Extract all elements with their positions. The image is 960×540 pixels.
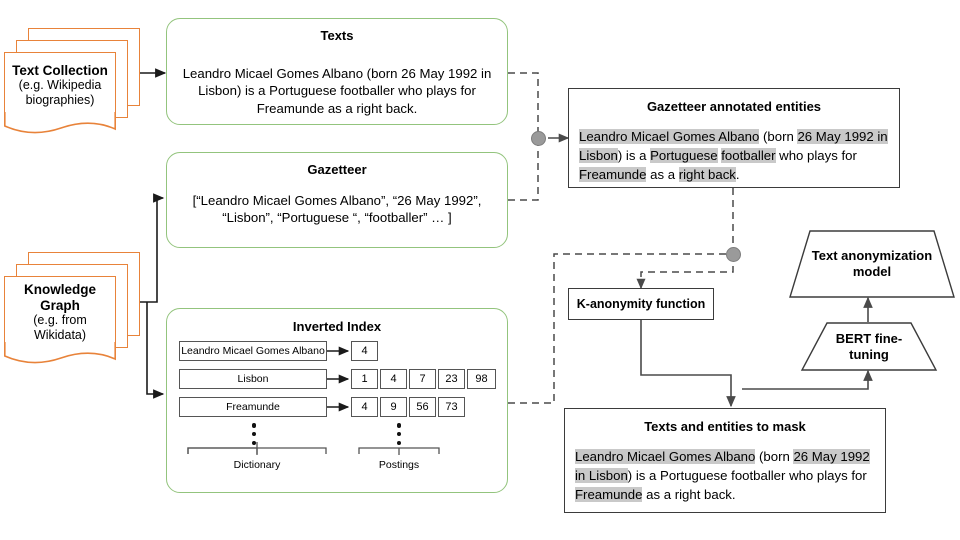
plain-text-run: (born (755, 449, 794, 464)
entity-highlight: Portuguese (650, 148, 718, 164)
postings-2-1[interactable]: 9 (380, 397, 407, 417)
dictionary-label: Dictionary (233, 459, 281, 471)
junction-dot-1 (531, 131, 546, 146)
knowledge-graph-title-line2: Graph (40, 297, 80, 313)
model-trapezoid-outline (789, 230, 955, 298)
plain-text-run: ) is a Portuguese footballer who plays f… (627, 468, 867, 484)
k-anonymity-function-label: K-anonymity function (576, 297, 706, 311)
postings-1-2-label: 7 (419, 373, 426, 385)
postings-1-3-label: 23 (445, 373, 458, 385)
arrow-kg-to-invertedindex (146, 302, 165, 399)
postings-2-3-label: 73 (445, 401, 458, 413)
entity-highlight: Freamunde (579, 167, 647, 183)
postings-2-2-label: 56 (416, 401, 429, 413)
text-anonymization-model-label-line1: Text anonymization (811, 248, 933, 264)
dashed-texts-to-junction (508, 72, 539, 133)
text-collection-sheet-front: Text Collection (e.g. Wikipedia biograph… (4, 52, 116, 118)
plain-text-run: (born (759, 129, 798, 144)
dictionary-term-1-label: Lisbon (237, 373, 269, 385)
entity-highlight: footballer (721, 148, 776, 164)
dashed-index-to-kanonymity (508, 253, 733, 404)
postings-1-1-label: 4 (390, 373, 397, 385)
postings-1-0[interactable]: 1 (351, 369, 378, 389)
postings-label: Postings (378, 459, 420, 471)
postings-1-3[interactable]: 23 (438, 369, 465, 389)
postings-1-4[interactable]: 98 (467, 369, 496, 389)
dictionary-term-1[interactable]: Lisbon (179, 369, 327, 389)
entity-highlight: Freamunde (575, 487, 643, 503)
dictionary-ellipsis-icon (251, 423, 257, 445)
gazetteer-annotated-entities-title: Gazetteer annotated entities (646, 99, 822, 114)
texts-and-entities-to-mask-title: Texts and entities to mask (644, 419, 806, 434)
gazetteer-box-body: [“Leandro Micael Gomes Albano”, “26 May … (192, 193, 482, 226)
text-collection-subtitle-line1: (e.g. Wikipedia (18, 78, 102, 93)
knowledge-graph-stack[interactable]: Knowledge Graph (e.g. from Wikidata) (4, 252, 144, 370)
inverted-index-title: Inverted Index (292, 319, 382, 334)
dictionary-term-2-label: Freamunde (226, 401, 280, 413)
texts-box-body: Leandro Micael Gomes Albano (born 26 May… (182, 66, 492, 116)
texts-and-entities-to-mask-box[interactable]: Texts and entities to mask Leandro Micae… (564, 408, 886, 513)
knowledge-graph-subtitle-line1: (e.g. from (33, 313, 87, 328)
dictionary-term-0[interactable]: Leandro Micael Gomes Albano (179, 341, 327, 361)
entity-highlight: right back (678, 167, 736, 183)
dictionary-term-0-label: Leandro Micael Gomes Albano (181, 345, 325, 357)
postings-0-0[interactable]: 4 (351, 341, 378, 361)
postings-2-3[interactable]: 73 (438, 397, 465, 417)
postings-1-2[interactable]: 7 (409, 369, 436, 389)
dictionary-term-2[interactable]: Freamunde (179, 397, 327, 417)
bert-trapezoid-outline (800, 322, 938, 371)
entity-highlight: Leandro Micael Gomes Albano (579, 129, 760, 144)
gazetteer-box[interactable]: Gazetteer [“Leandro Micael Gomes Albano”… (166, 152, 508, 248)
arrow-mask-to-bert (742, 369, 873, 390)
gazetteer-annotated-entities-body: Leandro Micael Gomes Albano (born 26 May… (579, 127, 889, 184)
text-collection-subtitle-line2: biographies) (25, 93, 95, 108)
plain-text-run: ) is a (617, 148, 651, 164)
knowledge-graph-subtitle-line2: Wikidata) (33, 328, 87, 343)
postings-2-0-label: 4 (361, 401, 368, 413)
index-row-arrows (187, 346, 440, 455)
dashed-junction2-to-kanonymity (636, 254, 734, 290)
entity-highlight: Leandro Micael Gomes Albano (575, 449, 756, 464)
postings-1-4-label: 98 (475, 373, 488, 385)
texts-box[interactable]: Texts Leandro Micael Gomes Albano (born … (166, 18, 508, 125)
texts-box-title: Texts (320, 28, 354, 43)
text-anonymization-model-shape[interactable]: Text anonymization model (788, 230, 956, 298)
junction-dot-2 (726, 247, 741, 262)
bert-fine-tuning-shape[interactable]: BERT fine- tuning (800, 322, 938, 371)
postings-1-1[interactable]: 4 (380, 369, 407, 389)
postings-0-0-label: 4 (361, 345, 368, 357)
knowledge-graph-wavy-edge (4, 342, 116, 364)
postings-2-0[interactable]: 4 (351, 397, 378, 417)
knowledge-graph-sheet-front: Knowledge Graph (e.g. from Wikidata) (4, 276, 116, 348)
knowledge-graph-title-line1: Knowledge (23, 281, 96, 297)
plain-text-run: as a right back. (642, 487, 736, 503)
inverted-index-box[interactable]: Inverted Index Leandro Micael Gomes Alba… (166, 308, 508, 493)
text-collection-stack[interactable]: Text Collection (e.g. Wikipedia biograph… (4, 28, 144, 140)
k-anonymity-function-box[interactable]: K-anonymity function (568, 288, 714, 320)
postings-ellipsis-icon (396, 423, 402, 445)
text-collection-wavy-edge (4, 112, 116, 134)
arrow-kanonymity-to-mask (640, 320, 736, 408)
postings-2-1-label: 9 (390, 401, 397, 413)
bert-fine-tuning-label-line1: BERT fine- (835, 330, 903, 346)
plain-text-run: as a (646, 167, 679, 183)
postings-2-2[interactable]: 56 (409, 397, 436, 417)
plain-text-run: . (735, 167, 740, 183)
text-anonymization-model-label-line2: model (852, 264, 892, 279)
plain-text-run: who plays for (775, 148, 857, 164)
postings-1-0-label: 1 (361, 373, 368, 385)
gazetteer-box-title: Gazetteer (307, 162, 367, 177)
gazetteer-annotated-entities-box[interactable]: Gazetteer annotated entities Leandro Mic… (568, 88, 900, 188)
dashed-gazetteer-to-junction (508, 144, 539, 201)
texts-and-entities-to-mask-body: Leandro Micael Gomes Albano (born 26 May… (575, 447, 875, 504)
text-collection-title: Text Collection (12, 62, 108, 78)
bert-fine-tuning-label-line2: tuning (849, 346, 889, 362)
